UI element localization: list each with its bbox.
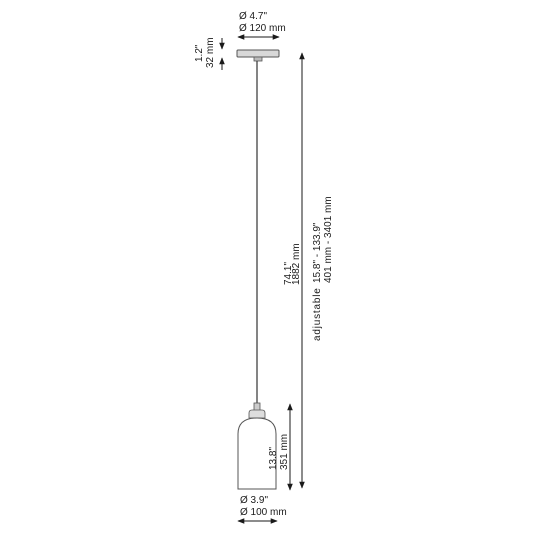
adjustable-range-mm: 401 mm - 3401 mm (323, 196, 334, 283)
shade-diameter-mm: Ø 100 mm (240, 507, 287, 518)
canopy (236, 49, 280, 62)
cable-length-mm: 1882 mm (291, 243, 302, 285)
shade-body (237, 417, 277, 490)
adjustable-label: adjustable (312, 287, 323, 341)
shade-height-mm: 351 mm (279, 434, 290, 470)
canopy-diameter-in: Ø 4.7" (239, 11, 267, 22)
canopy-diameter-mm: Ø 120 mm (239, 23, 286, 34)
adjustable-range-in: 15.8" - 133.9" (312, 222, 323, 283)
canopy-height-mm: 32 mm (205, 37, 216, 68)
canopy-cap (253, 56, 263, 62)
canopy-diameter-dimension: Ø 4.7" Ø 120 mm (237, 11, 286, 40)
shade (237, 402, 277, 490)
canopy-plate (236, 49, 280, 58)
overall-length-dimension: 74.1" 1882 mm adjustable 15.8" - 133.9" … (283, 52, 334, 489)
shade-diameter-dimension: Ø 3.9" Ø 100 mm (237, 495, 287, 524)
shade-height-dimension: 13.8" 351 mm (268, 403, 293, 491)
canopy-height-dimension: 1.2" 32 mm (194, 37, 225, 70)
shade-diameter-in: Ø 3.9" (240, 495, 268, 506)
canopy-height-in: 1.2" (194, 44, 205, 62)
cable-length-in: 74.1" (283, 262, 294, 285)
shade-neck (248, 409, 266, 419)
shade-height-in: 13.8" (268, 447, 279, 470)
